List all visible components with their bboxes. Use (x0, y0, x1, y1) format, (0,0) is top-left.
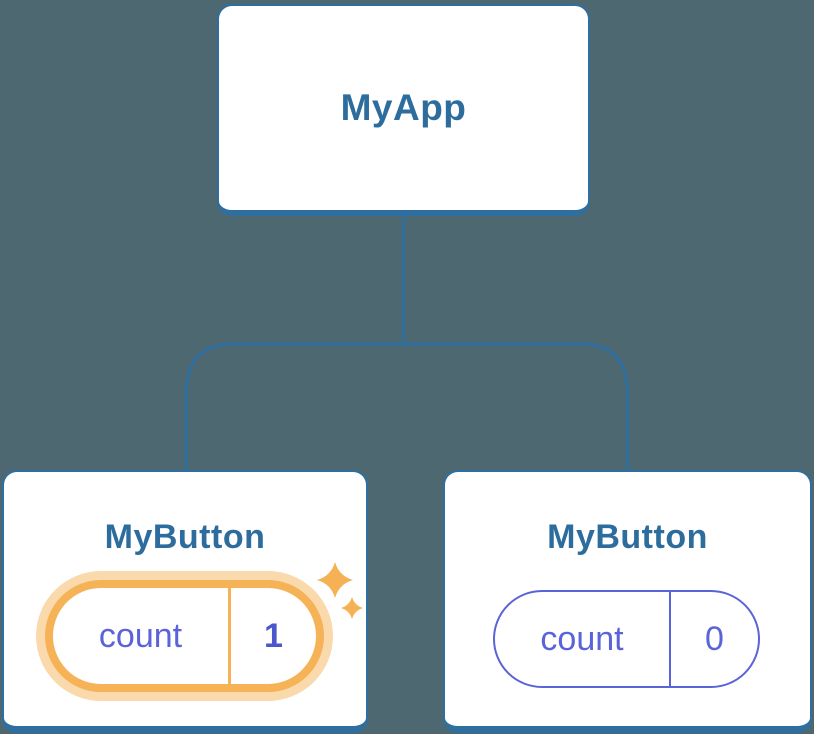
state-value: 1 (264, 616, 283, 655)
component-label: MyApp (340, 87, 467, 128)
sparkle-icon (317, 562, 363, 619)
state-key-cell: count (53, 588, 228, 684)
state-value-cell: 0 (671, 592, 758, 686)
state-key-cell: count (495, 592, 669, 686)
state-key: count (98, 616, 183, 655)
state-value: 0 (705, 619, 724, 658)
component-label: MyButton (104, 518, 266, 556)
component-label: MyButton (547, 518, 708, 556)
state-key: count (540, 619, 624, 658)
state-pill: count 0 (493, 590, 760, 688)
component-node-mybutton-highlighted: MyButton count 1 (2, 470, 368, 733)
pill-divider (228, 588, 231, 684)
component-node-mybutton-plain: MyButton count 0 (443, 470, 812, 733)
state-value-cell: 1 (231, 588, 316, 684)
state-pill-highlighted: count 1 (45, 580, 324, 692)
pill-divider (669, 592, 671, 686)
component-node-root: MyApp (217, 4, 590, 216)
